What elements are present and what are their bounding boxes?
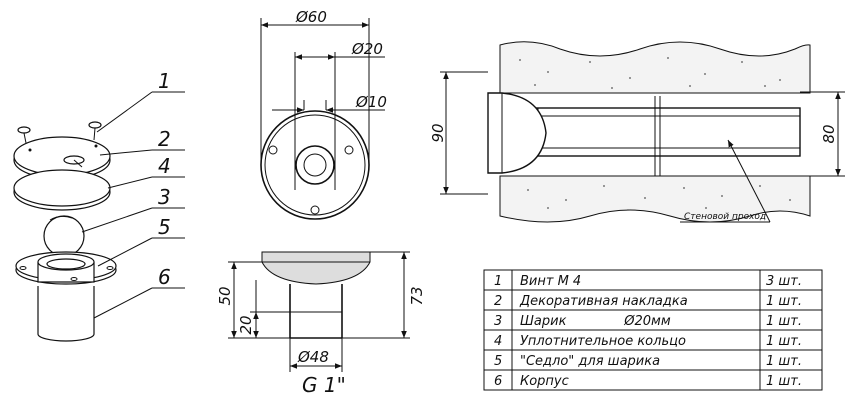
row-no: 5 (494, 354, 502, 369)
callout-2: 2 (158, 127, 171, 151)
row-no: 2 (494, 294, 502, 309)
parts-row: 3 Шарик Ø20мм 1 шт. (494, 314, 802, 329)
dim-bottom-diameter: Ø48 (297, 348, 329, 366)
row-no: 3 (494, 314, 502, 329)
screw-part (17, 121, 102, 144)
row-qty: 3 шт. (766, 274, 802, 289)
sealing-ring-part (13, 169, 111, 211)
dim-height-body: 50 (216, 286, 234, 305)
callout-4: 4 (158, 154, 171, 178)
parts-row: 1 Винт М 4 3 шт. (494, 274, 802, 289)
row-qty: 1 шт. (766, 314, 802, 329)
parts-row: 5 "Седло" для шарика 1 шт. (494, 354, 802, 369)
top-view (260, 18, 385, 220)
row-name: Корпус (520, 374, 569, 389)
thread-spec: G 1" (302, 373, 346, 397)
parts-row: 2 Декоративная накладка 1 шт. (494, 294, 802, 309)
row-name: "Седло" для шарика (520, 354, 660, 369)
row-qty: 1 шт. (766, 334, 802, 349)
dim-height-thread: 20 (237, 315, 255, 334)
callout-6: 6 (158, 265, 171, 289)
ball-part (43, 215, 85, 257)
seat-body-part (15, 251, 117, 342)
wall-section (440, 41, 845, 223)
row-qty: 1 шт. (766, 294, 802, 309)
dim-wall-right: 80 (820, 124, 838, 143)
parts-table (483, 269, 823, 391)
row-no: 6 (494, 374, 502, 389)
row-qty: 1 шт. (766, 374, 802, 389)
callout-1: 1 (158, 69, 171, 93)
wall-note: Стеновой проход (684, 212, 766, 222)
dim-mid-diameter: Ø20 (351, 40, 383, 58)
dim-outer-diameter: Ø60 (295, 8, 327, 26)
callout-5: 5 (158, 215, 171, 239)
row-qty: 1 шт. (766, 354, 802, 369)
row-name: Винт М 4 (520, 274, 581, 289)
dim-inner-diameter: Ø10 (355, 93, 387, 111)
parts-row: 6 Корпус 1 шт. (494, 374, 802, 389)
parts-row: 4 Уплотнительное кольцо 1 шт. (494, 334, 802, 349)
callout-leaders (81, 91, 185, 319)
row-no: 4 (494, 334, 502, 349)
row-name: Уплотнительное кольцо (520, 334, 686, 349)
dim-height-total: 73 (408, 286, 426, 305)
row-name: Шарик Ø20мм (520, 314, 671, 329)
row-name: Декоративная накладка (519, 294, 688, 309)
callout-3: 3 (158, 185, 171, 209)
dim-wall-left: 90 (429, 123, 447, 142)
exploded-view: 1 2 4 3 5 6 (13, 69, 185, 342)
row-no: 1 (494, 274, 502, 289)
side-view (228, 251, 410, 372)
